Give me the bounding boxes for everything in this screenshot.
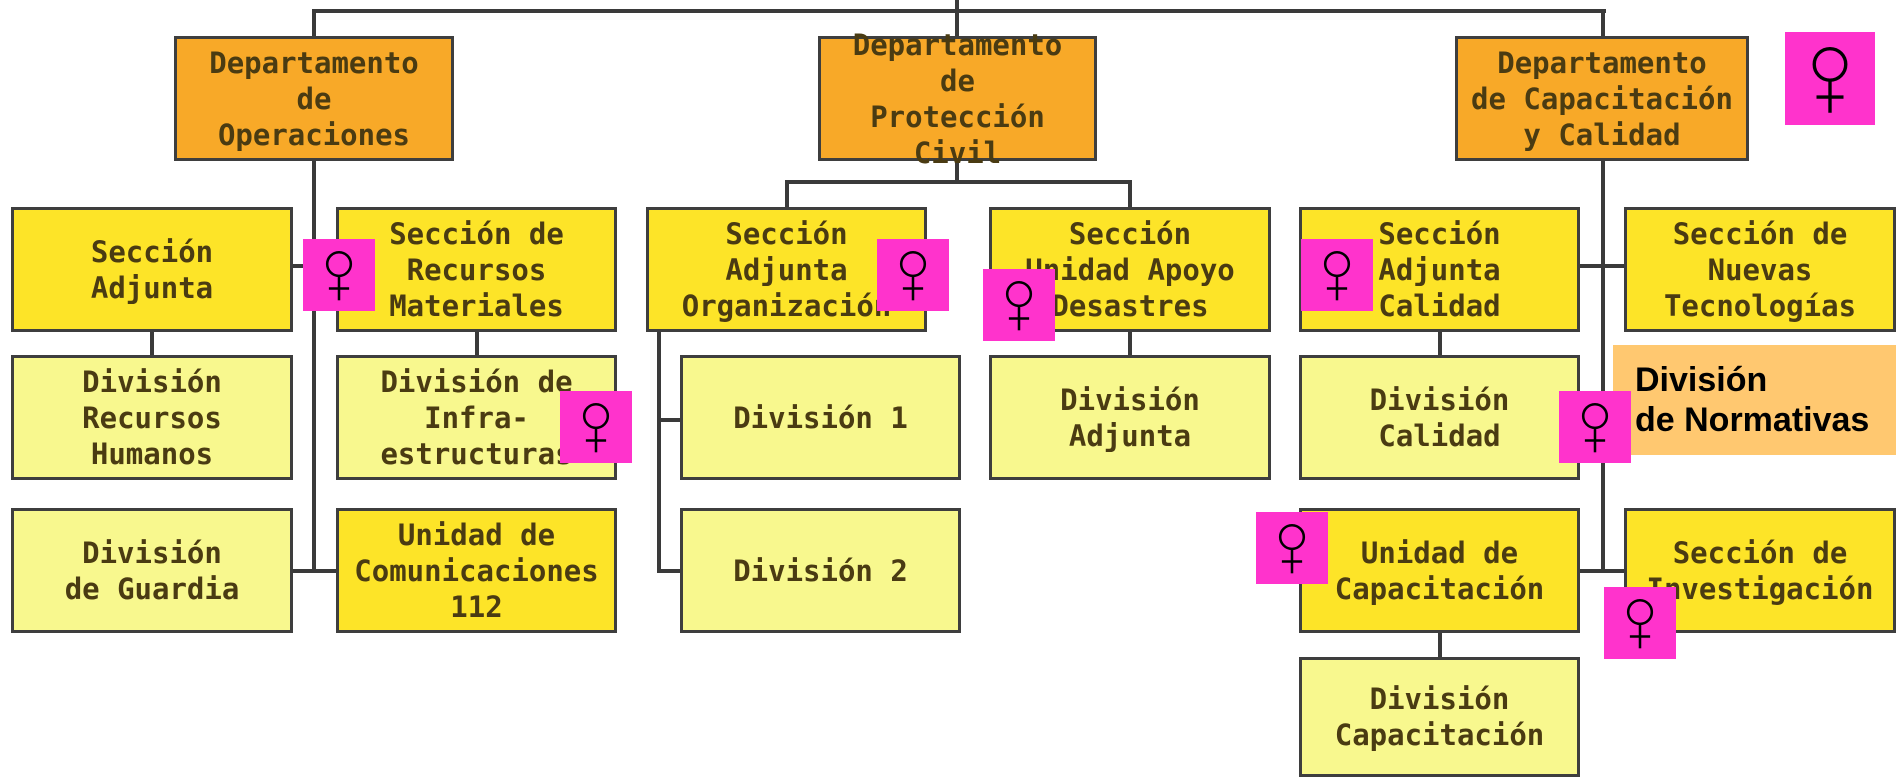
- connector-line: [475, 328, 479, 358]
- connector-line: [657, 418, 683, 422]
- connector-line: [1438, 631, 1442, 661]
- female-symbol-icon: [877, 239, 949, 311]
- unidad-de-capacitacion: Unidad de Capacitación: [1299, 508, 1580, 633]
- female-symbol-glyph: [899, 250, 927, 301]
- division-recursos-humanos: División Recursos Humanos: [11, 355, 293, 480]
- female-symbol-icon: [1604, 587, 1676, 659]
- connector-line: [785, 180, 1132, 184]
- connector-line: [1601, 9, 1605, 39]
- division-2: División 2: [680, 508, 961, 633]
- connector-line: [657, 328, 661, 573]
- connector-line: [955, 0, 959, 12]
- division-adjunta: División Adjunta: [989, 355, 1271, 480]
- department-proteccion-civil: Departamento de Protección Civil: [818, 28, 1097, 170]
- division-de-guardia: División de Guardia: [11, 508, 293, 633]
- seccion-recursos-materiales: Sección de Recursos Materiales: [336, 207, 617, 332]
- department-capacitacion-calidad: Departamento de Capacitación y Calidad: [1455, 36, 1749, 161]
- connector-line: [1438, 328, 1442, 358]
- connector-line: [312, 9, 316, 39]
- connector-line: [150, 328, 154, 358]
- division-de-normativas: División de Normativas: [1613, 345, 1896, 455]
- female-symbol-glyph: [1323, 250, 1351, 301]
- seccion-adjunta: Sección Adjunta: [11, 207, 293, 332]
- female-symbol-icon: [1301, 239, 1373, 311]
- division-calidad: División Calidad: [1299, 355, 1580, 480]
- female-symbol-icon: [983, 269, 1055, 341]
- female-symbol-glyph: [1581, 402, 1609, 453]
- connector-line: [1128, 328, 1132, 358]
- connector-line: [312, 9, 1606, 13]
- seccion-nuevas-tecnologias: Sección de Nuevas Tecnologías: [1624, 207, 1896, 332]
- connector-line: [288, 569, 338, 573]
- connector-line: [1601, 158, 1605, 571]
- connector-line: [785, 180, 789, 210]
- female-symbol-icon: [303, 239, 375, 311]
- connector-line: [1575, 264, 1629, 268]
- division-1: División 1: [680, 355, 961, 480]
- female-symbol-glyph: [1005, 280, 1033, 331]
- female-symbol-icon: [1256, 512, 1328, 584]
- connector-line: [1575, 569, 1629, 573]
- female-symbol-glyph: [582, 402, 610, 453]
- female-symbol-icon: [1785, 32, 1875, 125]
- female-symbol-icon: [1559, 391, 1631, 463]
- female-symbol-glyph: [1278, 523, 1306, 574]
- department-operaciones: Departamento de Operaciones: [174, 36, 454, 161]
- seccion-de-investigacion: Sección de Investigación: [1624, 508, 1896, 633]
- connector-line: [657, 569, 683, 573]
- connector-line: [955, 158, 959, 182]
- female-symbol-glyph: [325, 250, 353, 301]
- connector-line: [955, 9, 959, 39]
- connector-line: [1128, 180, 1132, 210]
- connector-line: [312, 158, 316, 571]
- female-symbol-glyph: [1812, 46, 1848, 113]
- unidad-de-comunicaciones-112: Unidad de Comunicaciones 112: [336, 508, 617, 633]
- division-capacitacion: División Capacitación: [1299, 657, 1580, 777]
- female-symbol-glyph: [1626, 598, 1654, 649]
- female-symbol-icon: [560, 391, 632, 463]
